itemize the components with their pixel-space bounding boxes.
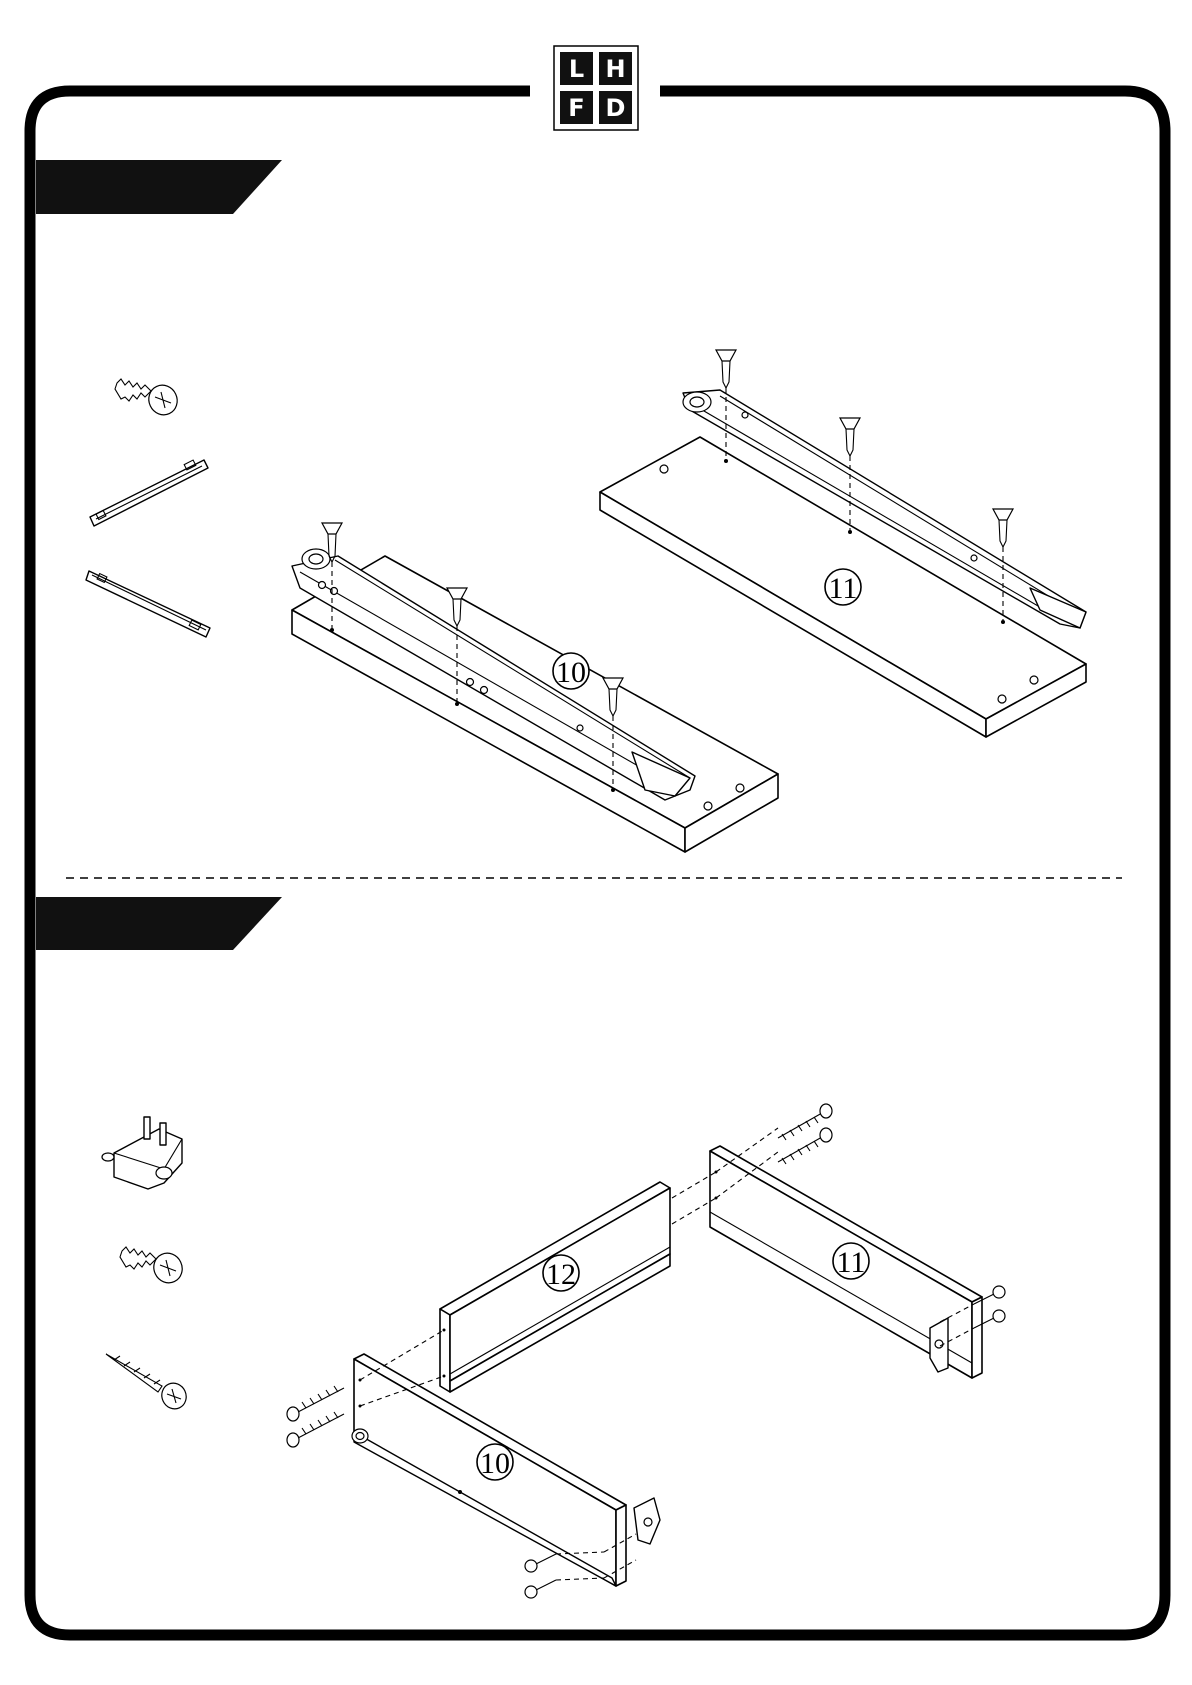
part-number-label: 10 <box>556 656 586 689</box>
part-number-label: 12 <box>546 1258 576 1291</box>
assembly-figure-part-12: 12 <box>440 1182 670 1392</box>
assembly-figure-part-11-side: 11 <box>672 1104 1005 1378</box>
logo-letter: D <box>606 94 626 122</box>
logo-letter: H <box>605 55 625 83</box>
hardware-legend <box>86 379 210 637</box>
pan-head-screw-icon <box>120 1247 187 1288</box>
hardware-legend <box>102 1117 190 1413</box>
long-screw-icon <box>106 1354 190 1413</box>
drawer-rail-icon <box>90 460 208 526</box>
step-banner <box>36 160 282 214</box>
part-number-label: 10 <box>480 1447 510 1480</box>
logo-letter: L <box>569 55 584 83</box>
step-banner <box>36 897 282 950</box>
long-screw-icon <box>287 1386 344 1421</box>
page-border <box>30 91 1165 1635</box>
pan-head-screw-icon <box>525 1578 604 1598</box>
drawer-rail-icon <box>86 571 210 637</box>
part-number-label: 11 <box>837 1246 866 1279</box>
pan-head-screw-icon <box>115 379 182 420</box>
logo-letter: F <box>568 94 584 122</box>
drawer-bracket-icon <box>102 1117 182 1189</box>
assembly-figure-part-11-rail: 11 <box>600 350 1086 737</box>
part-number-label: 11 <box>829 572 858 605</box>
brand-logo: L H F D <box>554 46 638 130</box>
